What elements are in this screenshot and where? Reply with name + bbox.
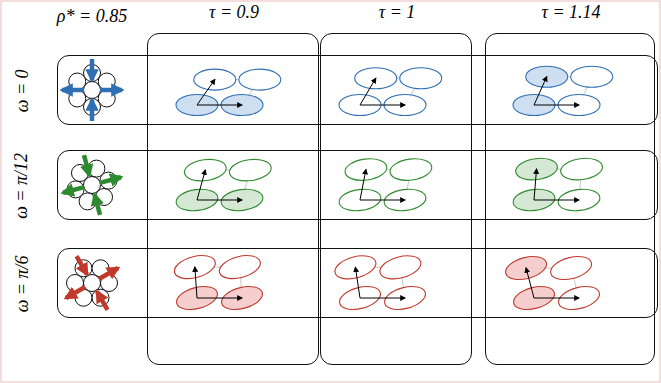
row-box: ω = π/6 <box>57 248 658 318</box>
particle-ellipse <box>548 252 594 283</box>
stress-arrow <box>63 187 84 193</box>
particle-ellipse <box>332 252 378 283</box>
stress-arrow <box>90 59 95 80</box>
density-label: ρ* = 0.85 <box>57 7 127 27</box>
stress-arrow <box>99 268 118 279</box>
lattice-cell <box>176 69 281 115</box>
column-box: τ = 0.9 <box>147 33 319 365</box>
particle-ellipse <box>344 156 388 182</box>
lattice-cell <box>172 251 265 313</box>
lattice-vector <box>197 105 242 106</box>
particle-cluster-icon <box>62 59 122 121</box>
particle <box>84 82 101 99</box>
particle-ellipse <box>389 156 433 182</box>
lattice-vector <box>197 200 242 201</box>
lattice-vector <box>534 169 537 200</box>
stress-arrow <box>100 177 121 183</box>
stress-arrow <box>100 88 122 93</box>
lattice-cell <box>513 66 613 115</box>
particle-ellipse <box>377 252 423 283</box>
particle <box>98 90 115 107</box>
lattice-vector <box>534 77 547 105</box>
lattice-vector <box>360 105 405 106</box>
particle <box>69 73 86 90</box>
lattice-vector <box>534 298 579 299</box>
row-heading: ω = π/6 <box>12 256 32 313</box>
stress-arrow <box>97 292 108 310</box>
stress-arrow <box>95 195 100 215</box>
lattice-vector <box>195 267 197 298</box>
lattice-cell <box>332 252 428 314</box>
particle <box>98 73 115 90</box>
particle-ellipse <box>559 156 603 182</box>
particle-cluster-icon <box>66 256 118 310</box>
lattice-vector <box>197 80 215 105</box>
row-heading: ω = 0 <box>12 70 32 113</box>
lattice-cell <box>338 156 433 213</box>
particle <box>69 90 86 107</box>
particle-ellipse <box>239 69 281 90</box>
lattice-vector <box>355 267 360 298</box>
particle-ellipse <box>228 157 272 183</box>
stress-arrow <box>77 256 88 274</box>
particle-ellipse <box>400 68 442 89</box>
row-box: ω = π/12 <box>57 150 658 220</box>
stress-arrow <box>90 100 95 121</box>
stress-arrow <box>84 155 89 175</box>
row-heading: ω = π/12 <box>12 153 32 219</box>
lattice-vector <box>197 170 205 200</box>
lattice-vector <box>534 105 579 106</box>
column-heading: τ = 1.14 <box>541 3 600 23</box>
stress-arrow <box>62 88 84 93</box>
column-box: τ = 1 <box>320 33 472 365</box>
lattice-vector <box>526 268 534 298</box>
lattice-cell <box>175 157 273 213</box>
lattice-vector <box>360 200 405 201</box>
lattice-cell <box>503 252 602 313</box>
lattice-vector <box>360 170 366 200</box>
stress-arrow <box>66 287 85 298</box>
column-heading: τ = 0.9 <box>209 3 259 23</box>
column-heading: τ = 1 <box>379 3 416 23</box>
lattice-vector <box>197 298 242 299</box>
column-box: τ = 1.14 <box>485 33 655 365</box>
particle-ellipse <box>172 251 218 282</box>
lattice-vector <box>360 298 405 299</box>
row-box: ω = 0 <box>57 55 658 125</box>
particle-cluster-icon <box>63 155 121 215</box>
lattice-vector <box>534 200 579 201</box>
lattice-vector <box>360 78 376 105</box>
lattice-cell <box>339 68 442 116</box>
lattice-cell <box>512 156 604 213</box>
particle-ellipse <box>217 251 263 282</box>
particle-ellipse <box>571 66 613 87</box>
